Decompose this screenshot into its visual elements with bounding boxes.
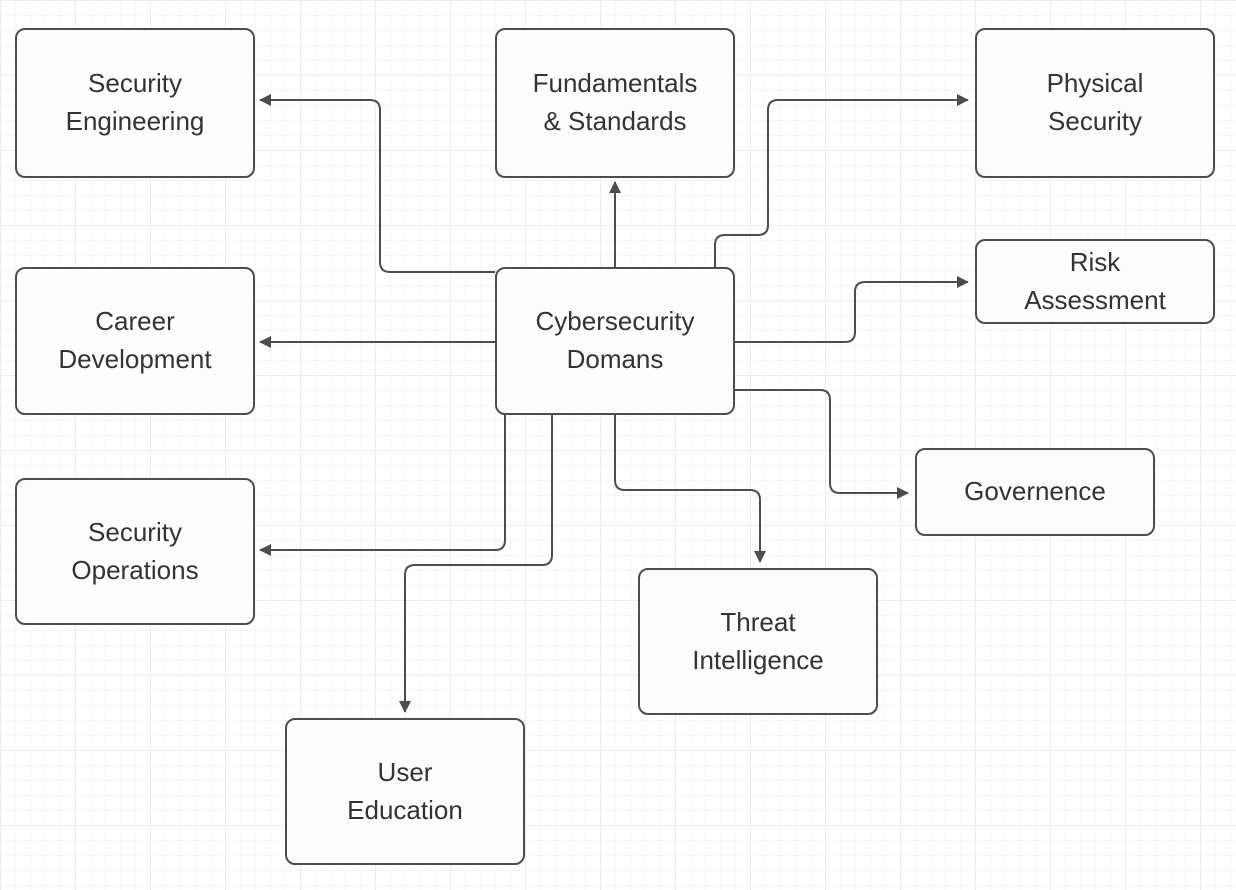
- node-cybersecurity-domans-label: Cybersecurity Domans: [535, 306, 695, 374]
- node-physical-security[interactable]: Physical Security: [975, 28, 1215, 178]
- edge-center-to-risk-assessment[interactable]: [735, 276, 969, 343]
- node-cybersecurity-domans[interactable]: Cybersecurity Domans: [495, 267, 735, 415]
- node-fundamentals-standards-label: Fundamentals & Standards: [532, 68, 698, 136]
- edge-center-to-physical-security[interactable]: [714, 94, 969, 267]
- node-governence-label: Governence: [964, 476, 1106, 507]
- edge-center-to-governence[interactable]: [735, 389, 909, 499]
- node-fundamentals-standards[interactable]: Fundamentals & Standards: [495, 28, 735, 178]
- edge-center-to-threat-intelligence[interactable]: [614, 415, 766, 563]
- node-threat-intelligence[interactable]: Threat Intelligence: [638, 568, 878, 715]
- edge-center-to-security-engineering[interactable]: [259, 94, 495, 273]
- node-security-engineering[interactable]: Security Engineering: [15, 28, 255, 178]
- node-threat-intelligence-label: Threat Intelligence: [692, 606, 824, 675]
- node-governence[interactable]: Governence: [915, 448, 1155, 536]
- node-security-operations[interactable]: Security Operations: [15, 478, 255, 625]
- node-user-education-label: User Education: [347, 756, 463, 825]
- edge-center-to-security-operations[interactable]: [259, 415, 506, 556]
- node-security-operations-label: Security Operations: [71, 516, 199, 585]
- node-security-engineering-label: Security Engineering: [65, 68, 205, 136]
- edge-center-to-user-education[interactable]: [399, 415, 553, 713]
- node-risk-assessment[interactable]: Risk Assessment: [975, 239, 1215, 324]
- node-user-education[interactable]: User Education: [285, 718, 525, 865]
- node-risk-assessment-label: Risk Assessment: [1024, 246, 1166, 315]
- node-career-development-label: Career Development: [58, 306, 212, 374]
- node-career-development[interactable]: Career Development: [15, 267, 255, 415]
- node-physical-security-label: Physical Security: [1046, 68, 1144, 136]
